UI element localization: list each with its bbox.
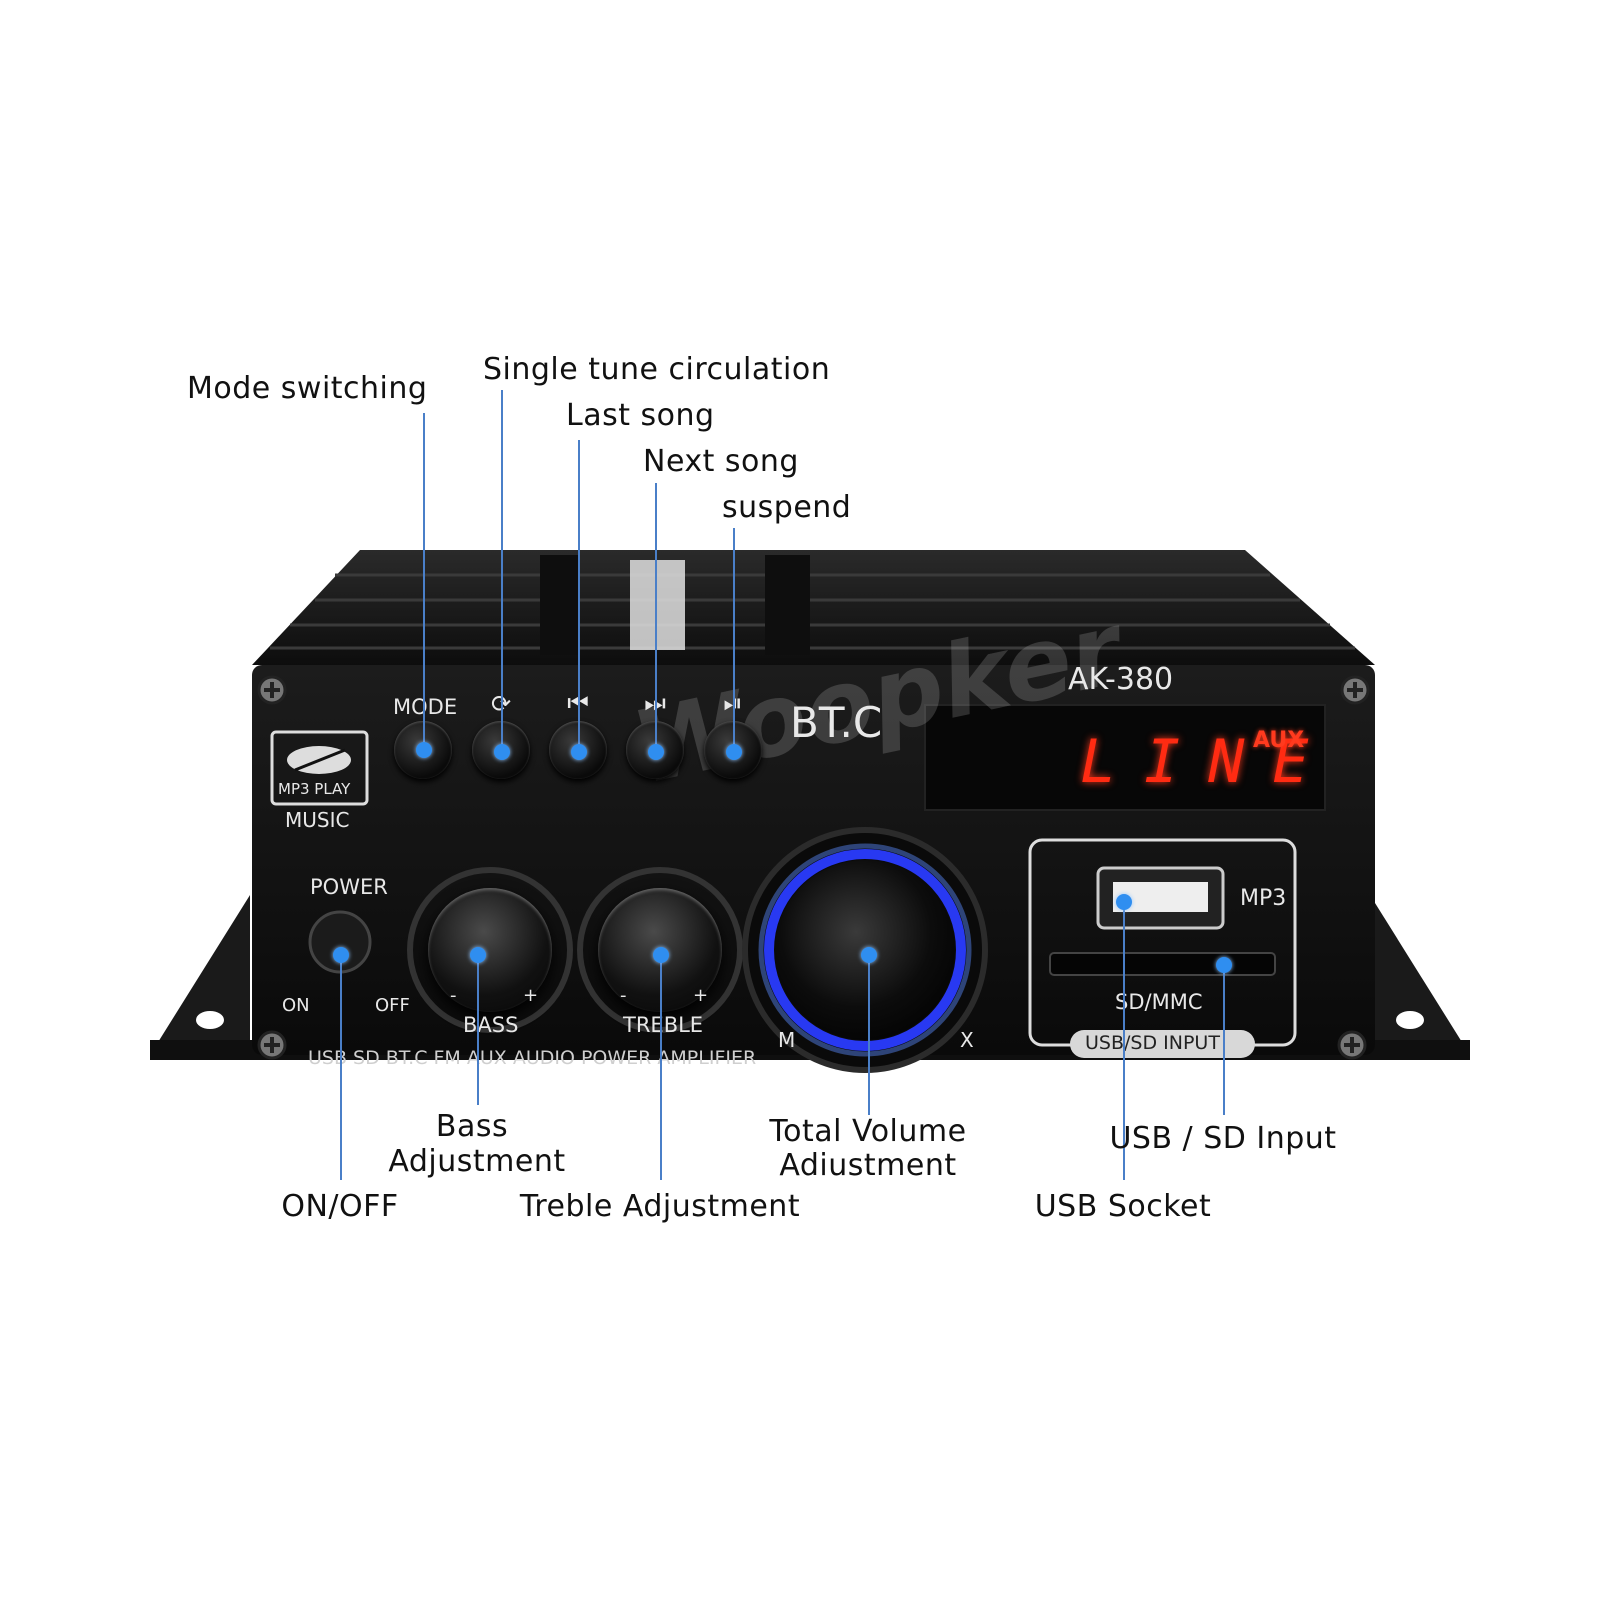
- callout-single-tune: Single tune circulation: [483, 352, 831, 387]
- bass-knob[interactable]: [428, 888, 552, 1012]
- sdmmc-label: SD/MMC: [1115, 990, 1203, 1014]
- leader-bass: [477, 955, 479, 1105]
- marker-last-song: [571, 744, 587, 760]
- mp3-label: MP3: [1240, 886, 1287, 911]
- leader-on-off: [340, 955, 342, 1180]
- power-label: POWER: [310, 875, 388, 899]
- callout-next-song: Next song: [643, 444, 799, 479]
- marker-mode: [416, 742, 432, 758]
- marker-volume: [861, 947, 877, 963]
- leader-usb-socket: [1123, 902, 1125, 1180]
- display-text: LINE: [1080, 727, 1337, 797]
- callout-mode-switching: Mode switching: [187, 371, 428, 406]
- music-label: MUSIC: [285, 808, 350, 832]
- leader-usb-sd-input: [1223, 965, 1225, 1115]
- callout-last-song: Last song: [566, 398, 715, 433]
- treble-plus: +: [693, 985, 709, 1006]
- callout-on-off: ON/OFF: [281, 1189, 399, 1224]
- marker-usb-sd-input: [1216, 957, 1232, 973]
- volume-max-label: X: [960, 1028, 974, 1052]
- callout-usb-sd-input: USB / SD Input: [1109, 1121, 1337, 1156]
- callout-usb-socket: USB Socket: [1034, 1189, 1212, 1224]
- model-label: AK-380: [1068, 662, 1174, 697]
- brand-label: BT.C: [790, 698, 883, 747]
- callout-treble-adjustment: Treble Adjustment: [519, 1189, 801, 1224]
- leader-mode: [423, 413, 425, 750]
- leader-single-tune: [501, 390, 503, 750]
- usb-sd-panel-label: USB/SD INPUT: [1085, 1032, 1220, 1054]
- leader-suspend: [733, 528, 735, 750]
- display-badge: AUX: [1253, 728, 1305, 753]
- off-label: OFF: [375, 995, 410, 1016]
- leader-treble: [660, 955, 662, 1180]
- bass-minus: -: [450, 985, 457, 1006]
- marker-suspend: [726, 744, 742, 760]
- leader-next-song: [655, 483, 657, 750]
- marker-on-off: [333, 947, 349, 963]
- marker-treble: [653, 947, 669, 963]
- volume-min-label: M: [778, 1028, 796, 1052]
- marker-bass: [470, 947, 486, 963]
- leader-volume: [868, 955, 870, 1115]
- marker-usb-socket: [1116, 894, 1132, 910]
- marker-next-song: [648, 744, 664, 760]
- callout-bass-line1: Bass: [435, 1109, 509, 1144]
- mp3-play-label: MP3 PLAY: [278, 780, 351, 798]
- treble-minus: -: [620, 985, 627, 1006]
- leader-last-song: [578, 440, 580, 750]
- mode-label: MODE: [393, 695, 458, 719]
- bass-label: BASS: [463, 1013, 519, 1037]
- callout-bass-line2: Adjustment: [388, 1144, 566, 1179]
- callout-volume-line1: Total Volume: [769, 1114, 967, 1149]
- marker-single-tune: [494, 744, 510, 760]
- treble-label: TREBLE: [623, 1013, 704, 1037]
- callout-suspend: suspend: [722, 490, 852, 525]
- bottom-product-text: USB SD BT.C FM AUX AUDIO POWER AMPLIFIER: [308, 1047, 757, 1069]
- on-label: ON: [282, 995, 310, 1016]
- callout-volume-line2: Adiustment: [779, 1148, 957, 1183]
- bass-plus: +: [523, 985, 539, 1006]
